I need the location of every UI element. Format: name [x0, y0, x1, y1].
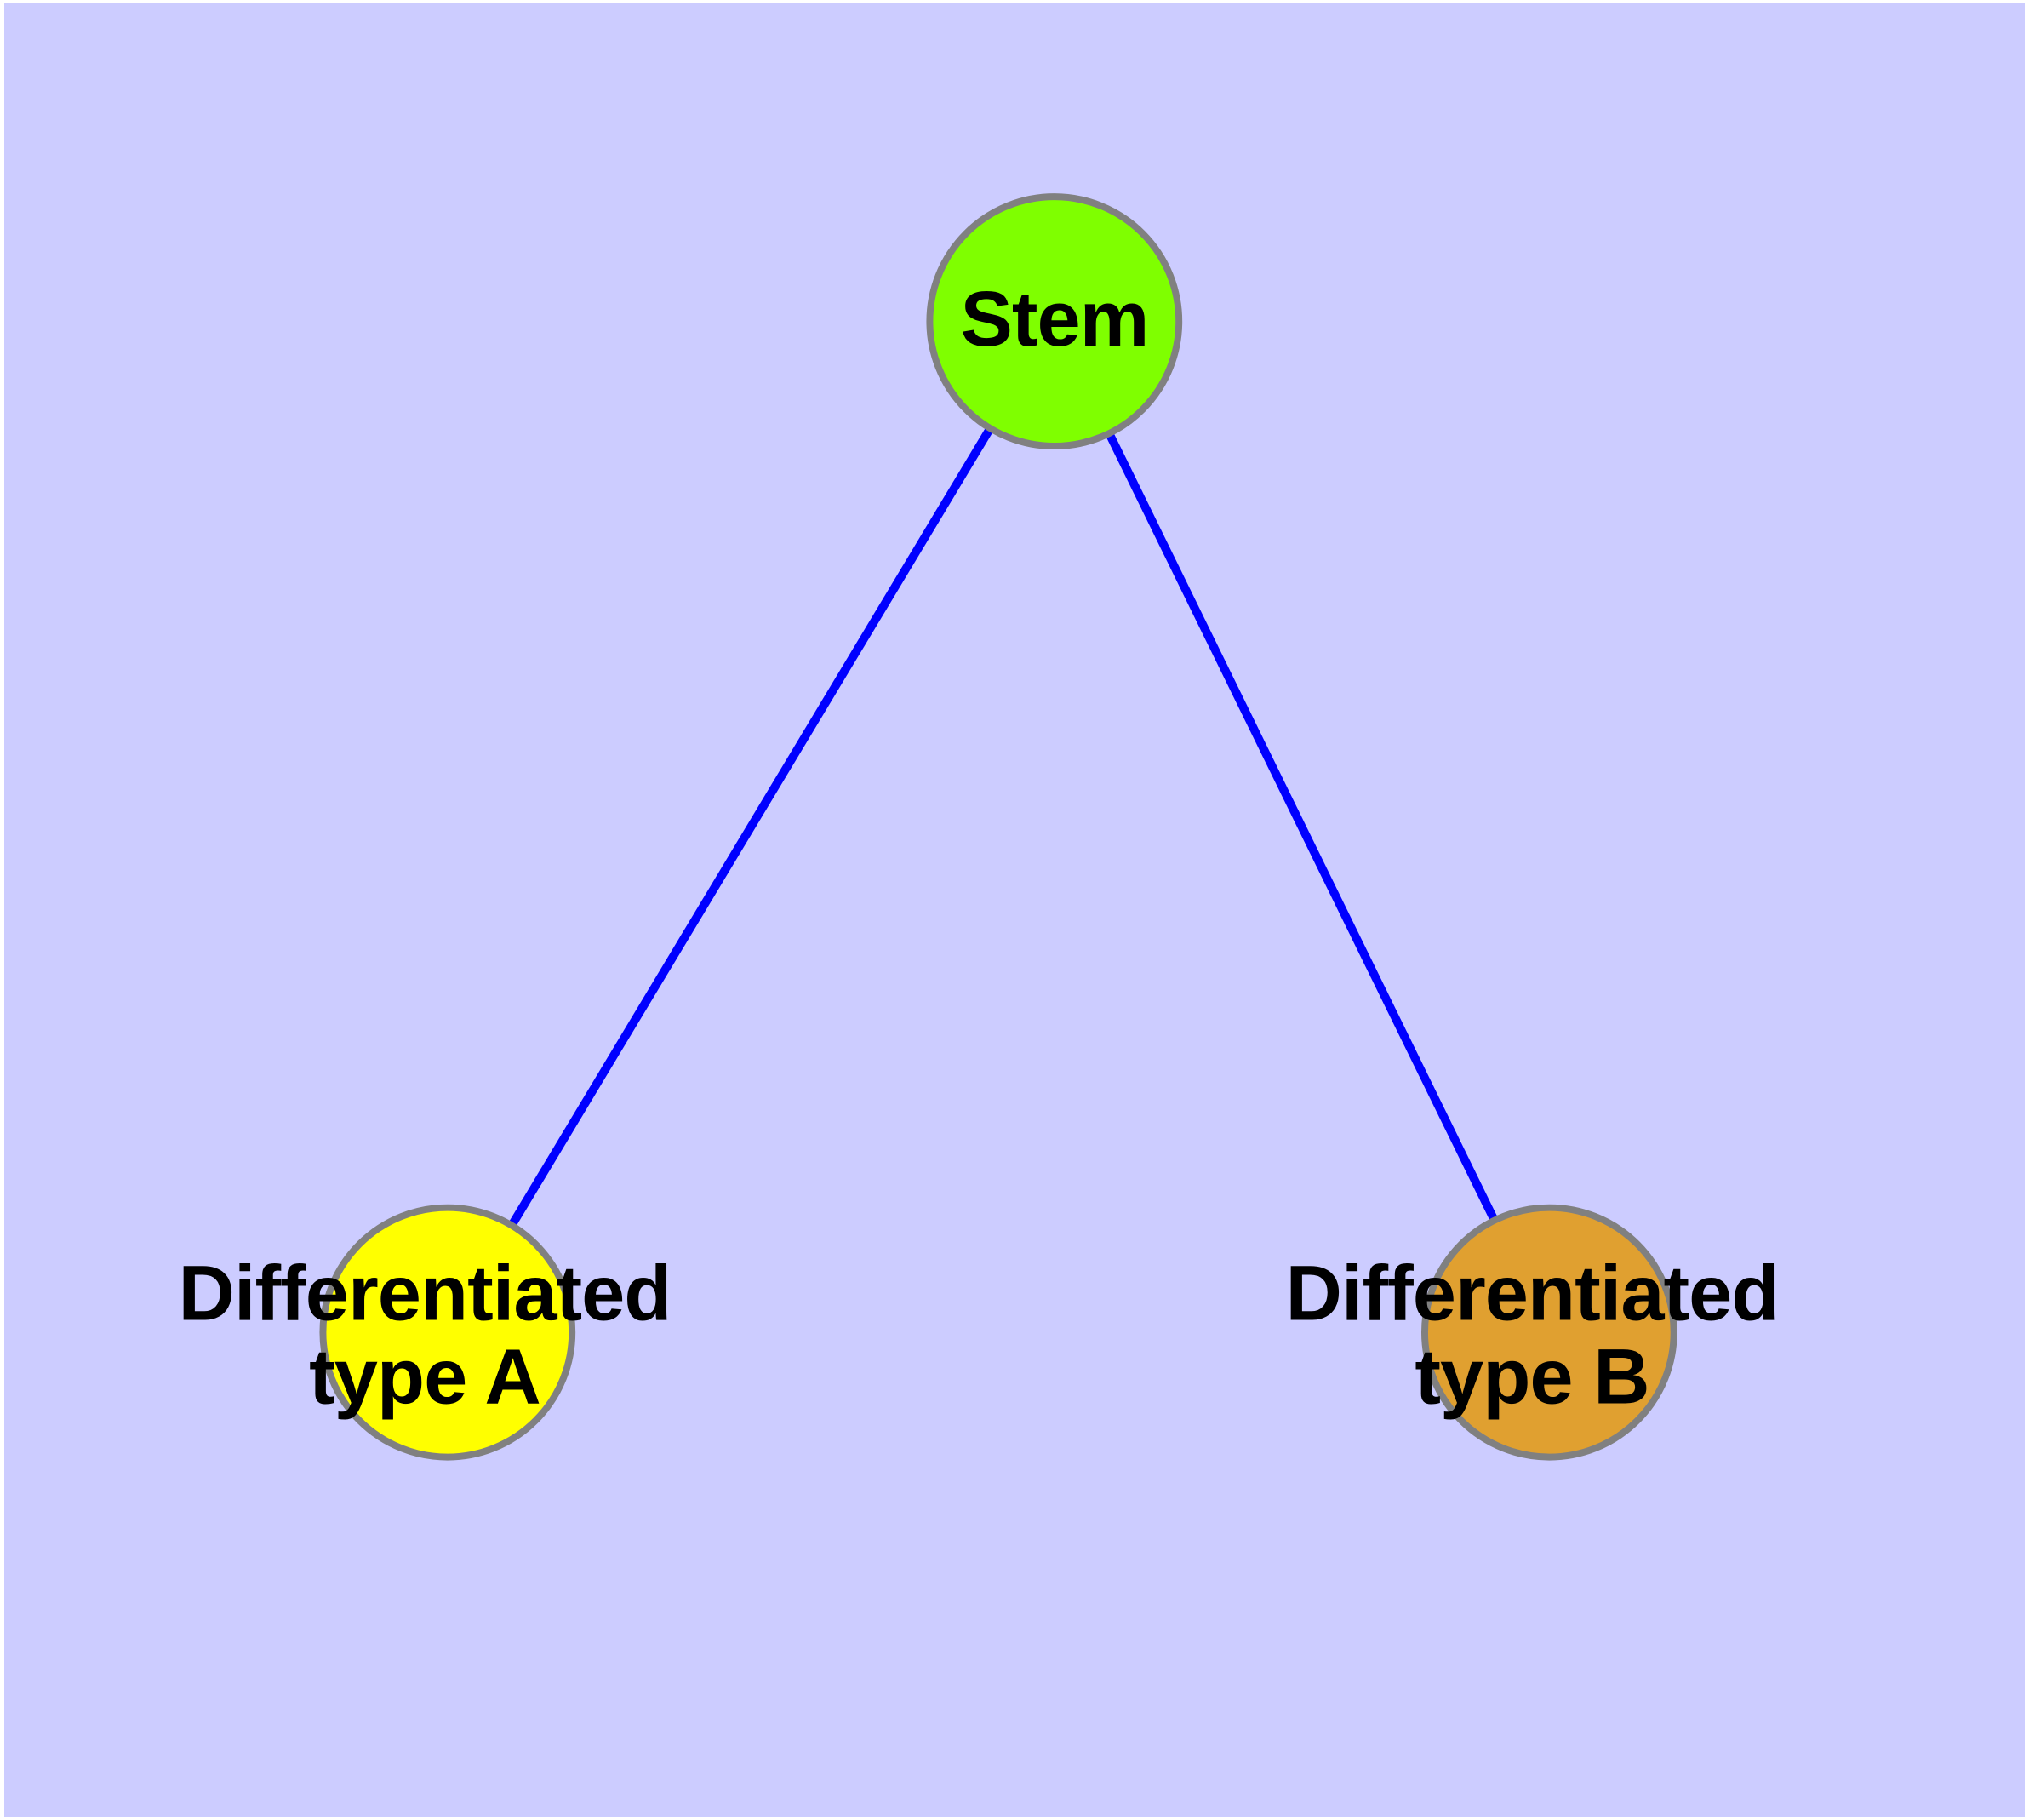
- edge-layer: [443, 319, 1553, 1335]
- graph-svg: [319, 193, 1677, 1461]
- node-stem[interactable]: [926, 193, 1183, 450]
- diagram-plot-area: Stem Differentiated type A Differentiate…: [4, 3, 2025, 1817]
- node-differentiated-type-a[interactable]: [319, 1204, 576, 1461]
- edge-stem-to-differentiated-type-b[interactable]: [1050, 319, 1553, 1335]
- node-differentiated-type-b[interactable]: [1420, 1204, 1677, 1461]
- edge-stem-to-differentiated-type-a[interactable]: [443, 319, 1059, 1335]
- node-layer: [319, 193, 1677, 1461]
